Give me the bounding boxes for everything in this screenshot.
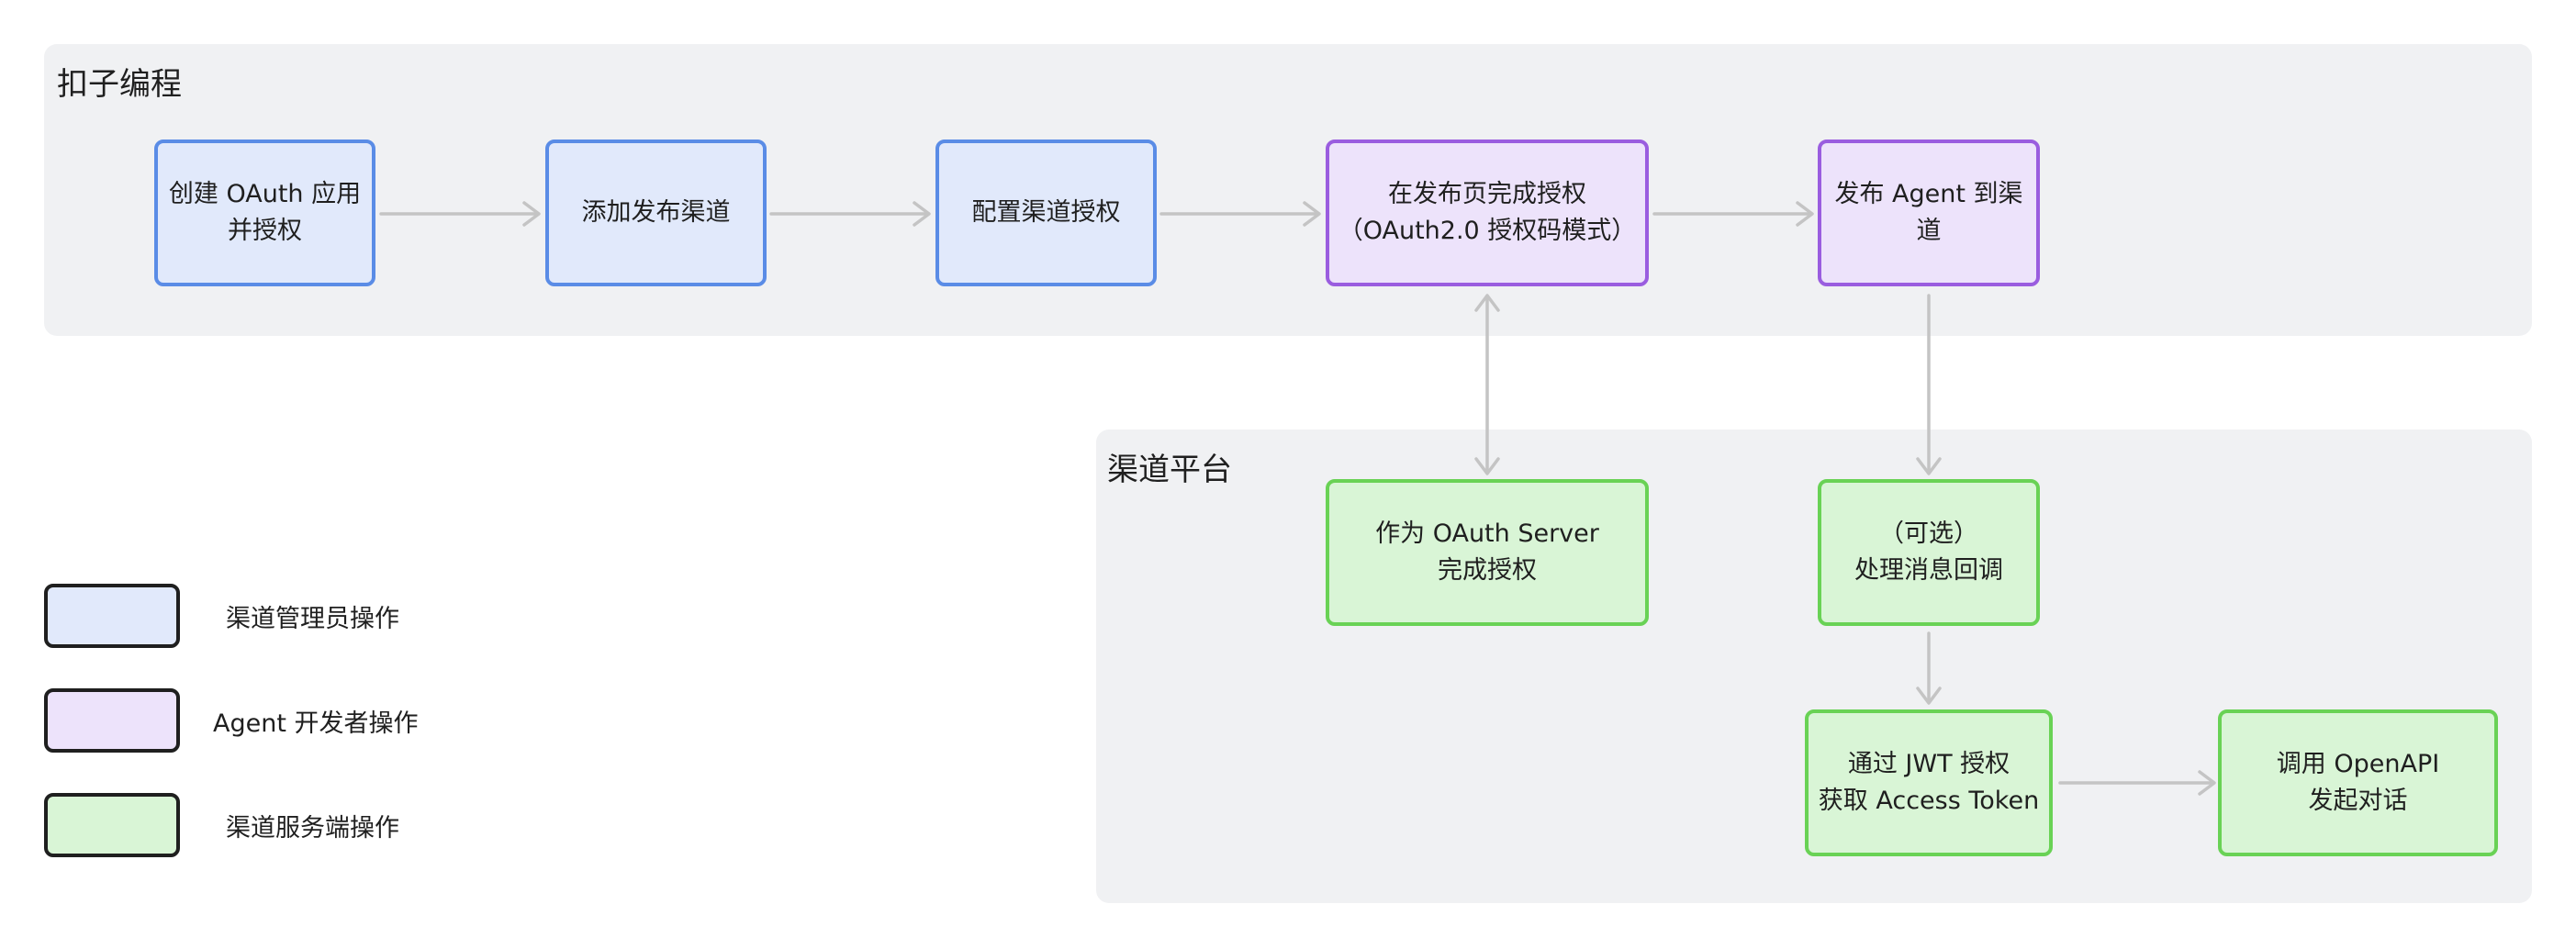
legend-swatch-developer (44, 688, 180, 753)
node-oauth-server-line1: 作为 OAuth Server (1375, 519, 1599, 548)
node-create-oauth-app-line2: 并授权 (228, 217, 302, 245)
node-create-oauth-app-line1: 创建 OAuth 应用 (168, 180, 362, 208)
node-jwt-access-token-line1: 通过 JWT 授权 (1847, 750, 2010, 778)
group-coze-title: 扣子编程 (57, 66, 182, 103)
node-publish-agent-line2: 道 (1916, 217, 1942, 245)
arrowhead-agent-to-callback (1916, 457, 1942, 475)
arrowhead-add-to-config (913, 201, 931, 227)
node-oauth-server-line2: 完成授权 (1438, 556, 1537, 585)
node-call-openapi-line2: 发起对话 (2308, 787, 2408, 815)
node-message-callback-line1: （可选） (1879, 519, 1978, 548)
node-config-channel-auth: 配置渠道授权 (935, 140, 1157, 286)
node-jwt-access-token: 通过 JWT 授权 获取 Access Token (1805, 709, 2053, 856)
node-config-channel-auth-line1: 配置渠道授权 (971, 198, 1121, 227)
node-call-openapi: 调用 OpenAPI 发起对话 (2218, 709, 2498, 856)
legend-label-service: 渠道服务端操作 (226, 814, 399, 843)
node-add-channel-line1: 添加发布渠道 (581, 198, 731, 227)
node-publish-agent: 发布 Agent 到渠 道 (1818, 140, 2040, 286)
arrowhead-auth-up (1474, 294, 1500, 312)
legend-label-admin: 渠道管理员操作 (226, 605, 399, 633)
arrowhead-config-to-publish-auth (1303, 201, 1321, 227)
node-publish-agent-line1: 发布 Agent 到渠 (1834, 180, 2023, 208)
node-publish-page-auth-line1: 在发布页完成授权 (1388, 180, 1586, 208)
arrowhead-jwt-to-openapi (2198, 770, 2216, 796)
arrowhead-publish-auth-to-agent (1796, 201, 1814, 227)
legend-swatch-admin (44, 584, 180, 648)
group-channel-platform-title: 渠道平台 (1107, 452, 1232, 488)
node-add-channel: 添加发布渠道 (545, 140, 767, 286)
node-message-callback: （可选） 处理消息回调 (1818, 479, 2040, 626)
node-message-callback-line2: 处理消息回调 (1854, 556, 2003, 585)
node-call-openapi-line1: 调用 OpenAPI (2276, 750, 2440, 778)
legend-label-developer: Agent 开发者操作 (213, 709, 419, 738)
legend-swatch-service (44, 793, 180, 857)
node-publish-page-auth-line2: （OAuth2.0 授权码模式） (1338, 217, 1637, 245)
node-oauth-server: 作为 OAuth Server 完成授权 (1326, 479, 1649, 626)
arrowhead-create-to-add (522, 201, 541, 227)
arrowhead-auth-down (1474, 457, 1500, 475)
group-coze (44, 44, 2532, 336)
node-create-oauth-app: 创建 OAuth 应用 并授权 (154, 140, 375, 286)
node-publish-page-auth: 在发布页完成授权 （OAuth2.0 授权码模式） (1326, 140, 1649, 286)
node-jwt-access-token-line2: 获取 Access Token (1818, 787, 2040, 815)
arrowhead-callback-to-jwt (1916, 687, 1942, 705)
